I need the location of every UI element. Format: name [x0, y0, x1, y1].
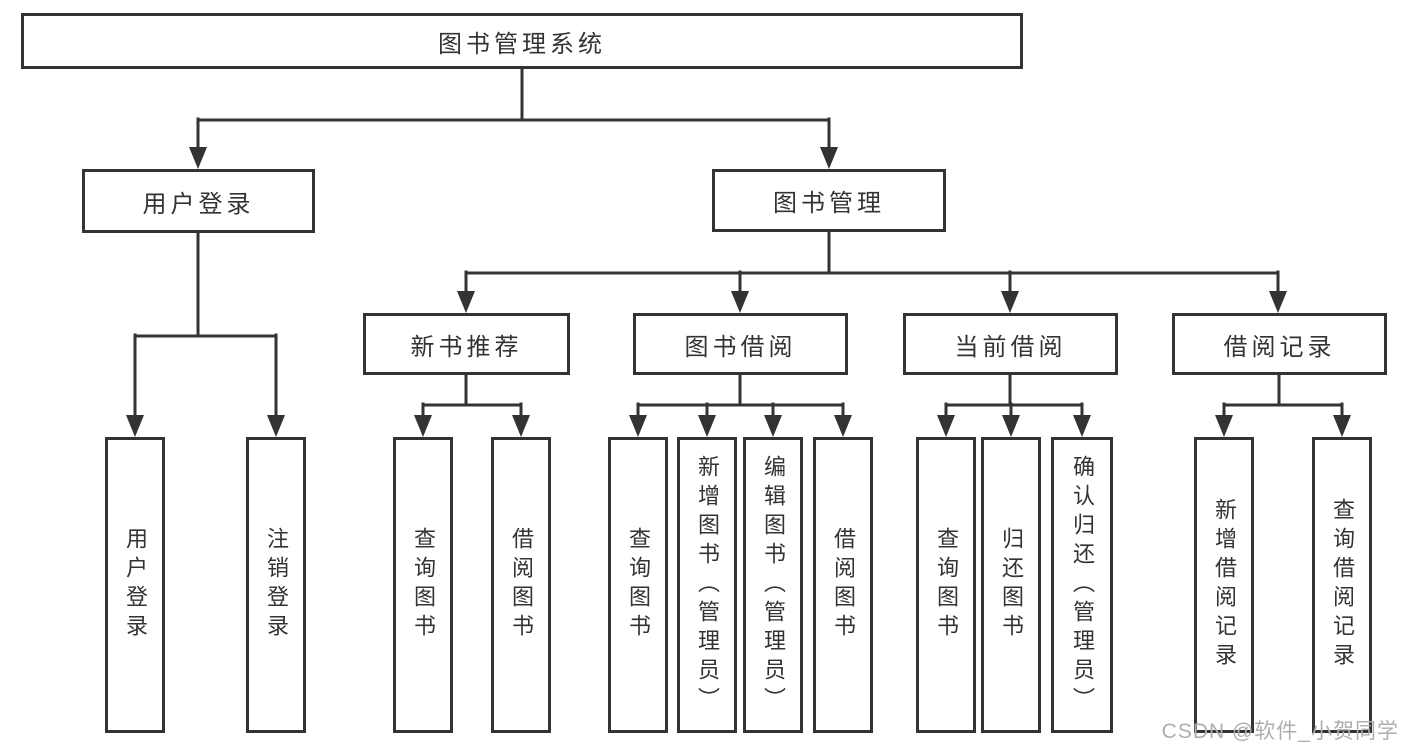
arrow-down-icon: [267, 415, 285, 437]
node-borrow-record: 借阅记录: [1172, 313, 1387, 375]
arrow-down-icon: [629, 415, 647, 437]
arrow-down-icon: [1269, 291, 1287, 313]
leaf-confirm-return-admin: 确认归还（管理员）: [1051, 437, 1113, 733]
connector-book-management-children: [464, 230, 1280, 296]
leaf-query-books-recommend: 查询图书: [393, 437, 453, 733]
arrow-down-icon: [512, 415, 530, 437]
connector-book-borrow-children: [636, 373, 845, 420]
arrow-down-icon: [457, 291, 475, 313]
node-current-borrow: 当前借阅: [903, 313, 1118, 375]
arrow-down-icon: [731, 291, 749, 313]
node-new-book-recommend: 新书推荐: [363, 313, 570, 375]
leaf-user-login: 用户登录: [105, 437, 165, 733]
leaf-return-books: 归还图书: [981, 437, 1041, 733]
arrow-down-icon: [1002, 415, 1020, 437]
arrow-down-icon: [937, 415, 955, 437]
leaf-add-books-admin: 新增图书（管理员）: [677, 437, 737, 733]
arrow-down-icon: [414, 415, 432, 437]
leaf-query-books-borrow: 查询图书: [608, 437, 668, 733]
leaf-query-books-current: 查询图书: [916, 437, 976, 733]
connector-current-borrow-children: [944, 373, 1084, 420]
connector-borrow-record-children: [1222, 373, 1344, 420]
leaf-logout: 注销登录: [246, 437, 306, 733]
leaf-add-borrow-record: 新增借阅记录: [1194, 437, 1254, 733]
leaf-borrow-books-recommend: 借阅图书: [491, 437, 551, 733]
arrow-down-icon: [189, 147, 207, 169]
connector-new-book-children: [421, 373, 523, 420]
arrowheads: [126, 147, 1351, 437]
arrow-down-icon: [698, 415, 716, 437]
arrow-down-icon: [1215, 415, 1233, 437]
node-user-login: 用户登录: [82, 169, 315, 233]
arrow-down-icon: [764, 415, 782, 437]
csdn-watermark: CSDN @软件_小贺同学: [1161, 720, 1399, 743]
arrow-down-icon: [126, 415, 144, 437]
node-book-borrow: 图书借阅: [633, 313, 848, 375]
arrow-down-icon: [1073, 415, 1091, 437]
connector-user-login-children: [133, 231, 278, 420]
arrow-down-icon: [1333, 415, 1351, 437]
leaf-borrow-books: 借阅图书: [813, 437, 873, 733]
leaf-query-borrow-record: 查询借阅记录: [1312, 437, 1372, 733]
node-library-management-system: 图书管理系统: [21, 13, 1023, 69]
connector-root-to-level2: [196, 67, 831, 152]
leaf-edit-books-admin: 编辑图书（管理员）: [743, 437, 803, 733]
node-book-management: 图书管理: [712, 169, 946, 232]
arrow-down-icon: [1001, 291, 1019, 313]
arrow-down-icon: [820, 147, 838, 169]
arrow-down-icon: [834, 415, 852, 437]
